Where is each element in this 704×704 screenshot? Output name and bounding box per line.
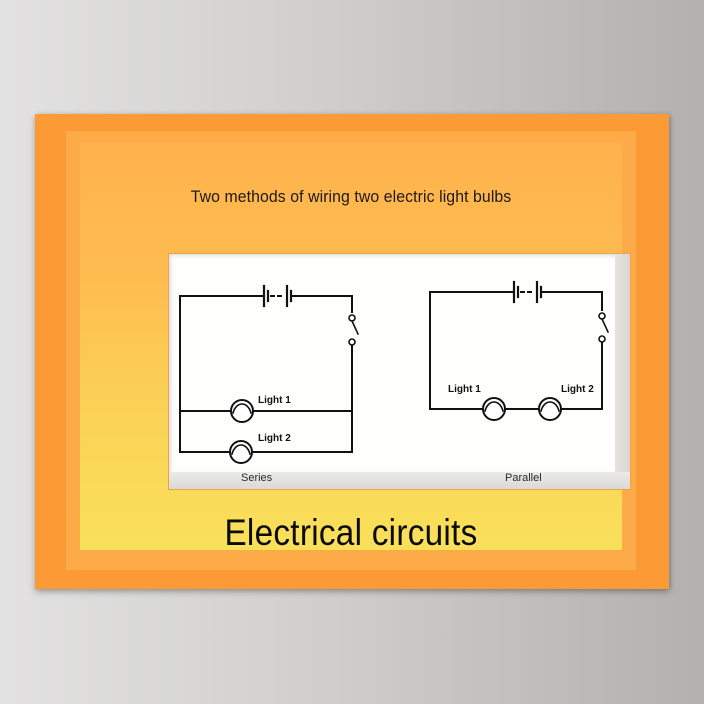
parallel-light2-label: Light 2 — [561, 384, 594, 395]
parallel-light1-label: Light 1 — [448, 384, 481, 395]
poster-panel: Two methods of wiring two electric light… — [80, 142, 630, 553]
diagram-frame: Light 1 Light 2 Light 1 Light 2 Series P… — [169, 254, 630, 489]
frame-bevel-bottom — [169, 472, 630, 489]
series-circuit — [179, 284, 360, 464]
poster-subtitle: Two methods of wiring two electric light… — [190, 187, 512, 206]
parallel-caption: Parallel — [505, 472, 542, 484]
parallel-circuit — [429, 280, 610, 421]
switch-lever — [350, 319, 360, 336]
switch-contact — [348, 314, 356, 322]
poster: Two methods of wiring two electric light… — [35, 114, 669, 589]
poster-title: Electrical circuits — [224, 512, 478, 553]
series-light1-label: Light 1 — [258, 395, 291, 406]
series-caption: Series — [241, 472, 273, 484]
switch-contact — [348, 338, 356, 346]
circuit-diagrams: Light 1 Light 2 Light 1 Light 2 — [179, 280, 610, 464]
series-light2-label: Light 2 — [258, 433, 291, 444]
frame-bevel-right — [615, 254, 630, 489]
